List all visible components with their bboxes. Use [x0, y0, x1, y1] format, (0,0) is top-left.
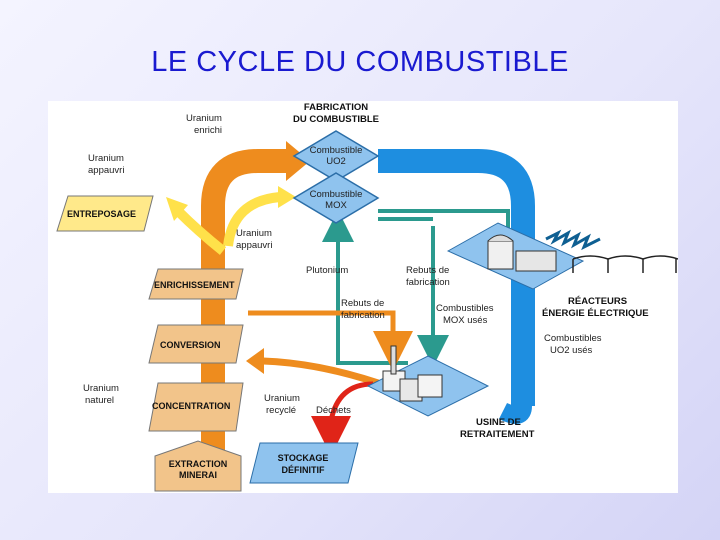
yellow-arrow-head-right	[278, 186, 296, 208]
concentration-box	[148, 382, 244, 432]
mox-diamond	[292, 172, 380, 224]
yellow-arrow-entreposage	[174, 207, 227, 255]
reactor-building-icon	[487, 240, 514, 270]
orange-rebuts-arrow	[248, 310, 413, 371]
orange-recycle-arrow	[262, 357, 380, 387]
red-dechets-arrow	[311, 381, 374, 456]
orange-recycle-head	[246, 348, 264, 374]
dechets-label: Déchets	[316, 405, 351, 416]
slide-title: LE CYCLE DU COMBUSTIBLE	[151, 46, 569, 78]
concentration-label: CONCENTRATION	[152, 401, 230, 411]
orange-arrow-head	[286, 141, 310, 181]
orange-cycle-arrow	[201, 149, 288, 461]
enrichissement-label: ENRICHISSEMENT	[154, 280, 235, 290]
conversion-label: CONVERSION	[160, 340, 221, 350]
stockage-box	[249, 442, 359, 484]
extraction-box	[154, 440, 242, 492]
entreposage-box	[56, 195, 154, 232]
conversion-box	[148, 324, 244, 364]
blue-arrow-bottom	[498, 402, 532, 424]
yellow-arrow-head-left	[166, 197, 188, 221]
power-lines-icon	[572, 255, 679, 273]
entreposage-label: ENTREPOSAGE	[67, 209, 136, 219]
enrichissement-box	[148, 268, 244, 300]
yellow-arrow-mox	[223, 192, 281, 247]
blue-cycle-arrow	[378, 149, 535, 406]
teal-line-bottom	[336, 351, 408, 365]
lightning-icon	[545, 229, 601, 251]
plutonium-label: Plutonium	[306, 265, 348, 276]
